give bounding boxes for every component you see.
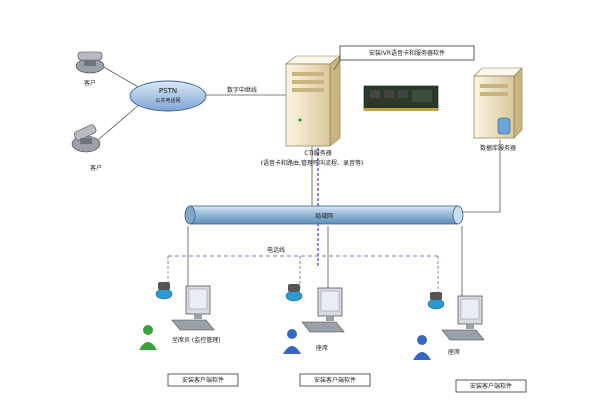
agent-user-icon <box>139 325 157 350</box>
db-lan-link <box>462 140 501 213</box>
ivr-label: 安装IVR语音卡和服务器软件 <box>369 49 445 57</box>
phone2-label: 客户 <box>90 164 102 172</box>
ivr-label-pointer <box>333 59 341 71</box>
headset-phone-icon <box>285 284 303 302</box>
lan-bus: 局域网 <box>184 205 464 225</box>
db-server-icon <box>473 67 523 139</box>
agent3-caption-box <box>455 379 527 393</box>
db-server-label: 数据库服务器 <box>480 144 516 152</box>
pstn-title: PSTN <box>159 87 177 95</box>
agent-workstation-2: 座席 <box>283 284 345 354</box>
cti-title: CTI服务器 <box>304 149 332 157</box>
monitor-icon <box>457 295 483 329</box>
agent3-sub: 座席 <box>448 348 460 356</box>
phone-icon <box>71 124 101 153</box>
ivr-card-icon <box>363 85 439 111</box>
cti-server-icon <box>285 55 341 147</box>
trunk-label: 数字中继线 <box>227 86 257 94</box>
agent2-sub: 座席 <box>316 344 328 352</box>
agent-user-icon <box>283 329 301 354</box>
keyboard-icon <box>171 319 215 331</box>
agent2-caption: 安装客户端软件 <box>314 376 356 384</box>
agent-workstation-3: 座席 <box>413 292 485 360</box>
lan-label: 局域网 <box>315 212 333 220</box>
phone2-link <box>97 103 141 141</box>
keyboard-icon <box>301 321 345 333</box>
monitor-icon <box>317 287 343 321</box>
agent1-sub: 坐席员 (监控管理) <box>172 336 221 344</box>
phone1-link <box>101 65 141 89</box>
pstn-cloud: PSTN 公共电话网 <box>129 80 207 112</box>
monitor-icon <box>185 285 211 319</box>
cti-subtitle: (语音卡和路由,管理呼叫流程、录音等) <box>261 159 364 167</box>
phone1-label: 客户 <box>84 79 96 87</box>
agent1-caption: 安装客户端软件 <box>182 376 224 384</box>
ivr-label-box <box>339 45 475 61</box>
pstn-subtitle: 公共电话网 <box>155 97 180 104</box>
phone-line-label: 电话线 <box>267 246 285 254</box>
headset-phone-icon <box>155 282 173 300</box>
agent-user-icon <box>413 335 431 360</box>
agent3-caption: 安装客户端软件 <box>470 382 512 390</box>
phone-icon <box>75 51 105 74</box>
agent2-caption-box <box>299 373 371 387</box>
keyboard-icon <box>441 329 485 341</box>
agent-workstation-1: 坐席员 (监控管理) <box>139 282 221 350</box>
agent1-caption-box <box>167 373 239 387</box>
headset-phone-icon <box>427 292 445 310</box>
